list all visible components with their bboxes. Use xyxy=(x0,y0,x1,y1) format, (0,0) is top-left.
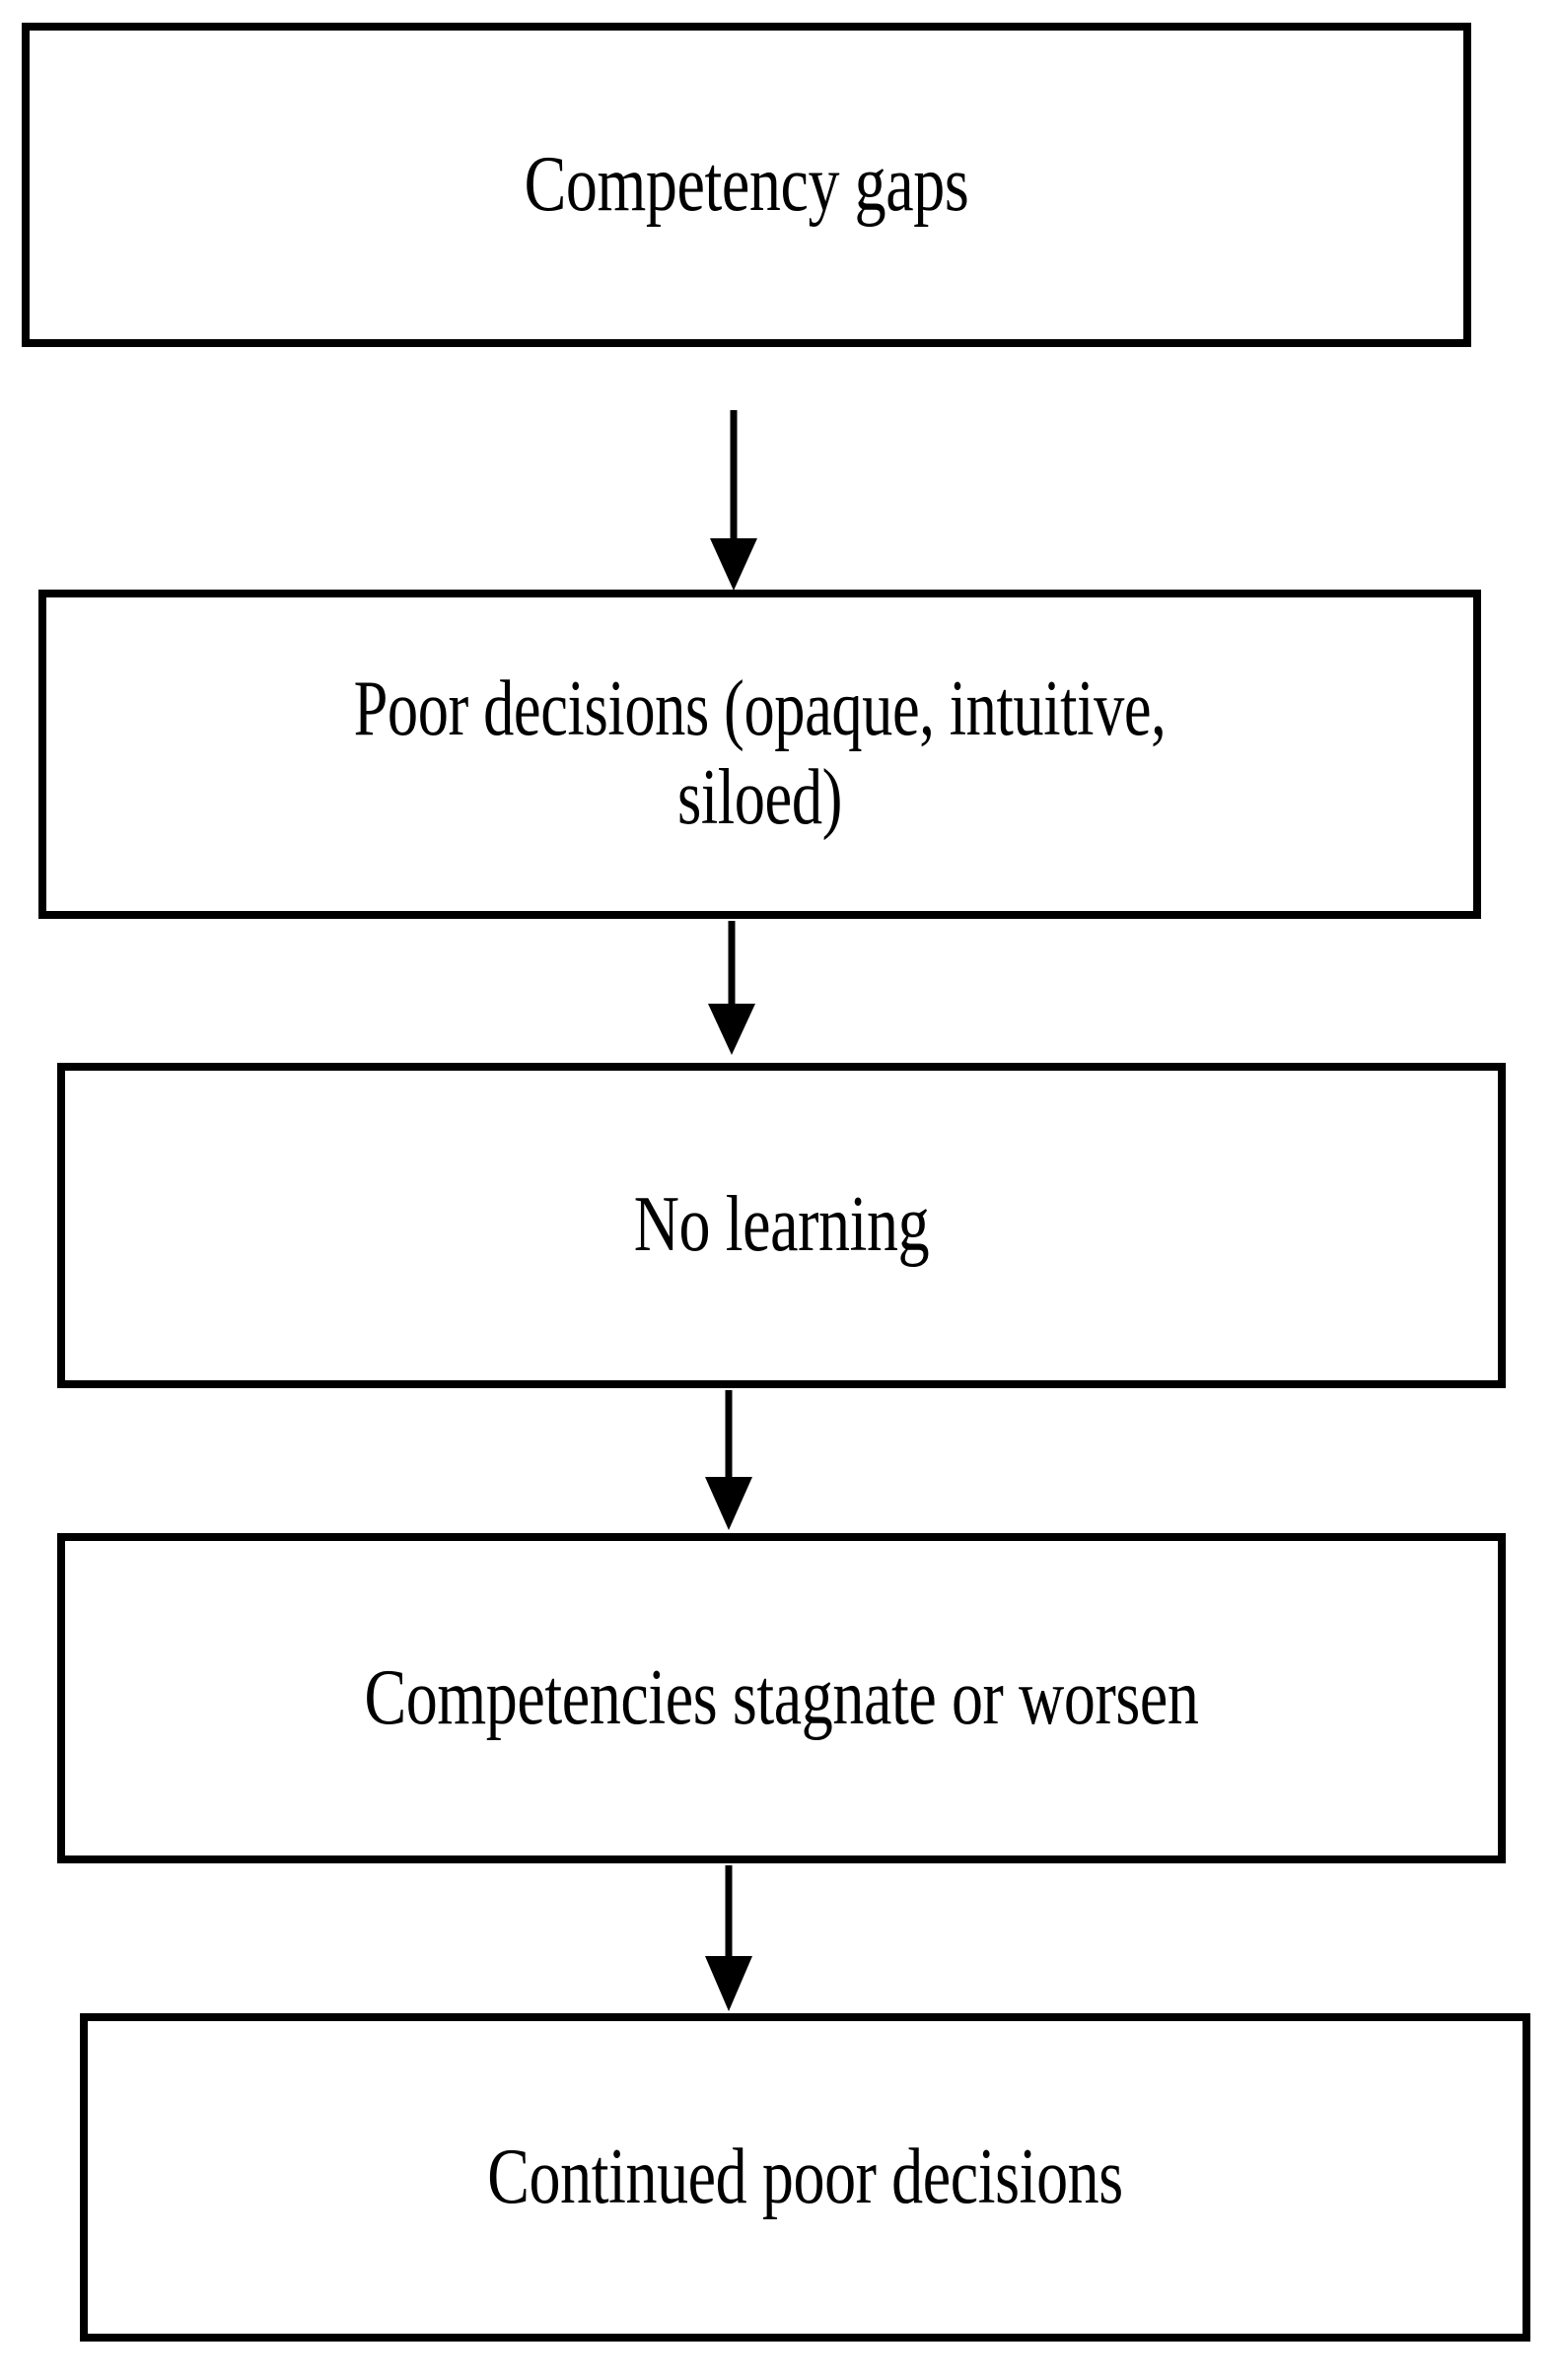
node-label: No learning xyxy=(633,1181,930,1269)
flowchart-node-competency-gaps[interactable]: Competency gaps xyxy=(22,23,1471,347)
node-label: Continued poor decisions xyxy=(487,2133,1123,2220)
flow-arrow-down-icon xyxy=(685,1386,774,1536)
flowchart-node-competencies-stagnate[interactable]: Competencies stagnate or worsen xyxy=(57,1533,1506,1863)
node-label: Competencies stagnate or worsen xyxy=(364,1653,1199,1741)
flow-arrow-down-icon xyxy=(685,1861,774,2017)
node-label: Poor decisions (opaque, intuitive, siloe… xyxy=(353,665,1167,841)
flow-arrow-down-icon xyxy=(688,917,777,1065)
flowchart-node-continued-poor-decisions[interactable]: Continued poor decisions xyxy=(80,2013,1530,2342)
flow-arrow-down-icon xyxy=(690,345,779,594)
flowchart-node-poor-decisions[interactable]: Poor decisions (opaque, intuitive, siloe… xyxy=(38,590,1481,919)
node-label: Competency gaps xyxy=(524,140,969,228)
flowchart-node-no-learning[interactable]: No learning xyxy=(57,1063,1506,1388)
